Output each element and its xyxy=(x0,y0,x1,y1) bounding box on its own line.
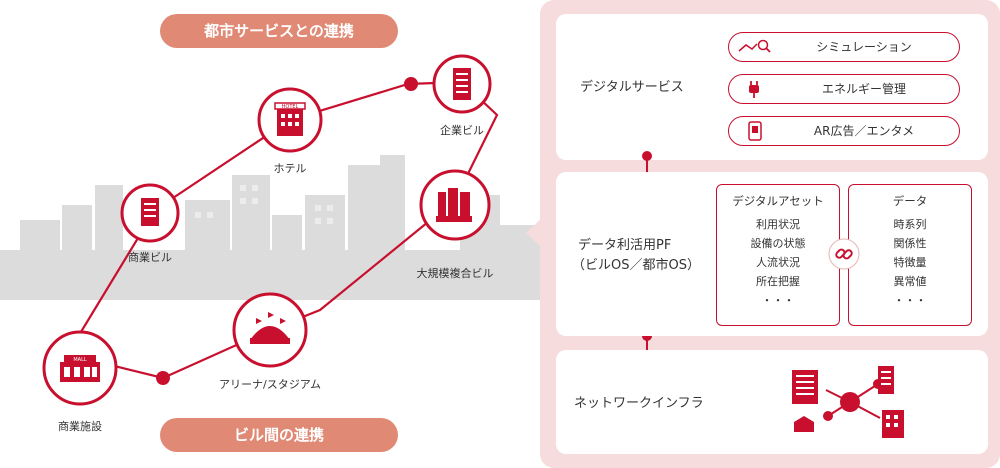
mall-sign: MALL xyxy=(73,357,87,363)
service-ar-ads: AR広告／エンタメ xyxy=(728,116,960,146)
data-header: データ xyxy=(892,194,928,208)
node-commercial-building xyxy=(120,183,180,243)
list-item: 関係性 xyxy=(893,237,927,250)
panel-pointer xyxy=(526,218,542,248)
list-item: 所在把握 xyxy=(756,275,800,288)
node-commercial-facility: MALL xyxy=(42,330,118,406)
digital-asset-header: デジタルアセット xyxy=(732,194,824,208)
list-ellipsis: ・・・ xyxy=(761,294,795,307)
data-panel: データ 時系列 関係性 特徴量 異常値 ・・・ xyxy=(848,184,972,326)
service-energy: エネルギー管理 xyxy=(728,74,960,104)
label-hotel: ホテル xyxy=(273,162,307,175)
inter-building-pill: ビル間の連携 xyxy=(160,418,398,452)
city-skyline xyxy=(0,155,540,300)
service-simulation: シミュレーション xyxy=(728,32,960,62)
list-item: 異常値 xyxy=(893,275,927,288)
label-commercial-building: 商業ビル xyxy=(128,251,172,264)
label-commercial-facility: 商業施設 xyxy=(58,420,102,433)
list-item: 利用状況 xyxy=(756,218,800,231)
service-label: エネルギー管理 xyxy=(821,82,906,96)
label-corporate-building: 企業ビル xyxy=(440,124,484,137)
service-label: シミュレーション xyxy=(816,40,912,54)
data-platform-title: データ利活用PF xyxy=(578,238,672,253)
label-arena: アリーナ/スタジアム xyxy=(219,378,321,391)
node-large-complex xyxy=(419,169,491,241)
connector-dot xyxy=(156,371,170,385)
connector-dot xyxy=(404,77,418,91)
node-hotel: HOTEL xyxy=(257,87,323,153)
network-infrastructure-icon xyxy=(792,366,904,438)
service-label: AR広告／エンタメ xyxy=(813,124,915,138)
label-large-complex: 大規模複合ビル xyxy=(416,267,494,280)
graph-search-icon xyxy=(738,39,771,53)
connection-loop xyxy=(69,80,499,380)
node-arena xyxy=(232,292,308,368)
list-item: 特徴量 xyxy=(893,256,927,269)
city-services-pill: 都市サービスとの連携 xyxy=(160,14,398,48)
node-corporate-building xyxy=(432,54,492,114)
network-title: ネットワークインフラ xyxy=(574,396,704,411)
city-network-diagram: HOTEL MALL xyxy=(0,54,540,406)
digital-asset-panel: デジタルアセット 利用状況 設備の状態 人流状況 所在把握 ・・・ xyxy=(716,184,840,326)
list-item: 設備の状態 xyxy=(750,237,806,250)
list-ellipsis: ・・・ xyxy=(893,294,927,307)
ar-phone-icon xyxy=(748,121,762,141)
list-item: 人流状況 xyxy=(756,256,800,269)
plug-icon xyxy=(749,81,759,98)
data-platform-subtitle: （ビルOS／都市OS） xyxy=(572,258,700,273)
link-icon xyxy=(828,238,860,270)
digital-services-title: デジタルサービス xyxy=(580,80,684,95)
network-box xyxy=(556,350,988,454)
hotel-sign: HOTEL xyxy=(282,104,299,110)
list-item: 時系列 xyxy=(893,218,927,231)
